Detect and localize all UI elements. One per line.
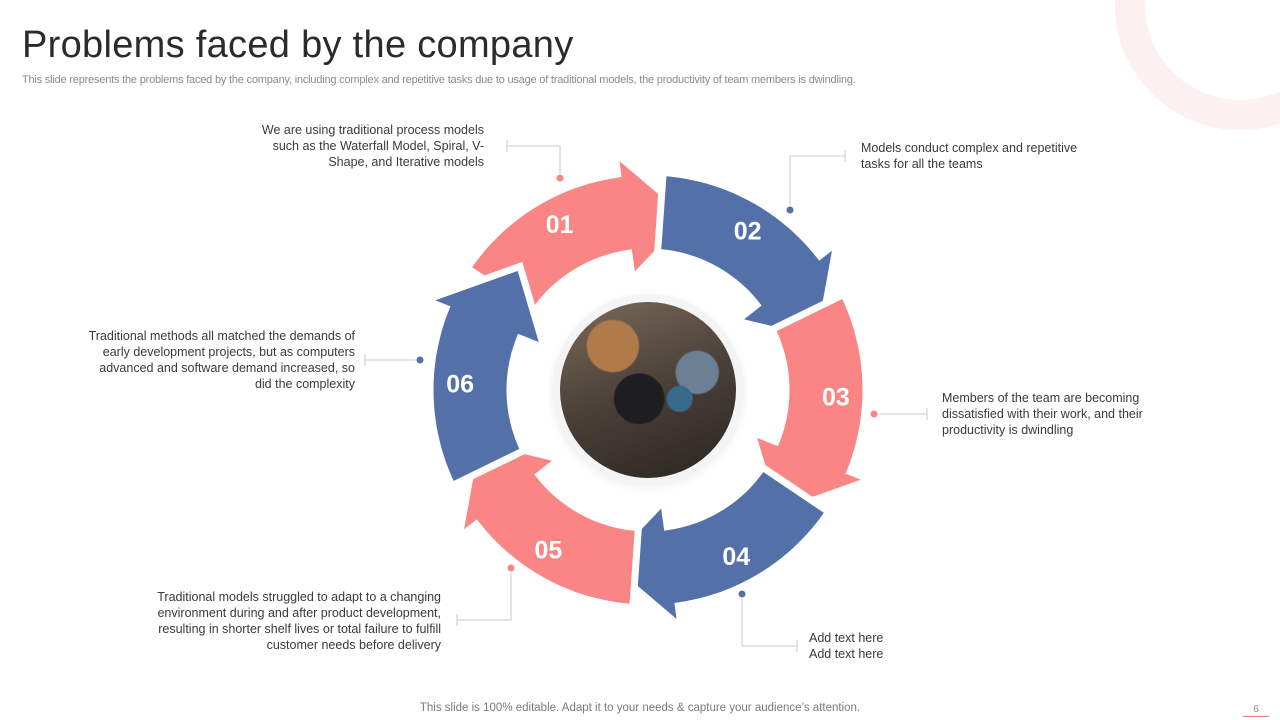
step-number-04: 04	[722, 543, 750, 571]
step-03-text: Members of the team are becoming dissati…	[942, 391, 1143, 437]
page-subtitle: This slide represents the problems faced…	[22, 74, 856, 86]
step-04-text: Add text here Add text here	[809, 631, 884, 661]
connector-02	[789, 155, 845, 210]
step-05-text: Traditional models struggled to adapt to…	[157, 590, 441, 652]
step-02-text: Models conduct complex and repetitive ta…	[861, 141, 1078, 171]
connector-dot-02	[785, 205, 795, 215]
step-number-05: 05	[534, 536, 562, 564]
footer-note: This slide is 100% editable. Adapt it to…	[419, 702, 861, 714]
connector-05	[457, 568, 512, 621]
connector-dot-03	[869, 409, 879, 419]
connector-dot-04	[737, 589, 747, 599]
connector-dot-06	[415, 355, 425, 365]
step-01-text: We are using traditional process models …	[261, 123, 484, 169]
connector-01	[507, 145, 561, 178]
connector-04	[741, 594, 797, 647]
step-number-03: 03	[822, 384, 850, 412]
page-number: 6	[1243, 704, 1269, 717]
arrow-step-06	[415, 261, 550, 491]
team-photo	[560, 302, 736, 478]
connector-dot-01	[555, 173, 565, 183]
step-number-06: 06	[446, 370, 474, 398]
decorative-ring	[1115, 0, 1280, 130]
step-number-02: 02	[734, 218, 762, 246]
connector-dot-05	[506, 563, 516, 573]
page-title: Problems faced by the company	[22, 24, 574, 66]
step-number-01: 01	[546, 211, 574, 239]
step-06-text: Traditional methods all matched the dema…	[88, 329, 355, 391]
